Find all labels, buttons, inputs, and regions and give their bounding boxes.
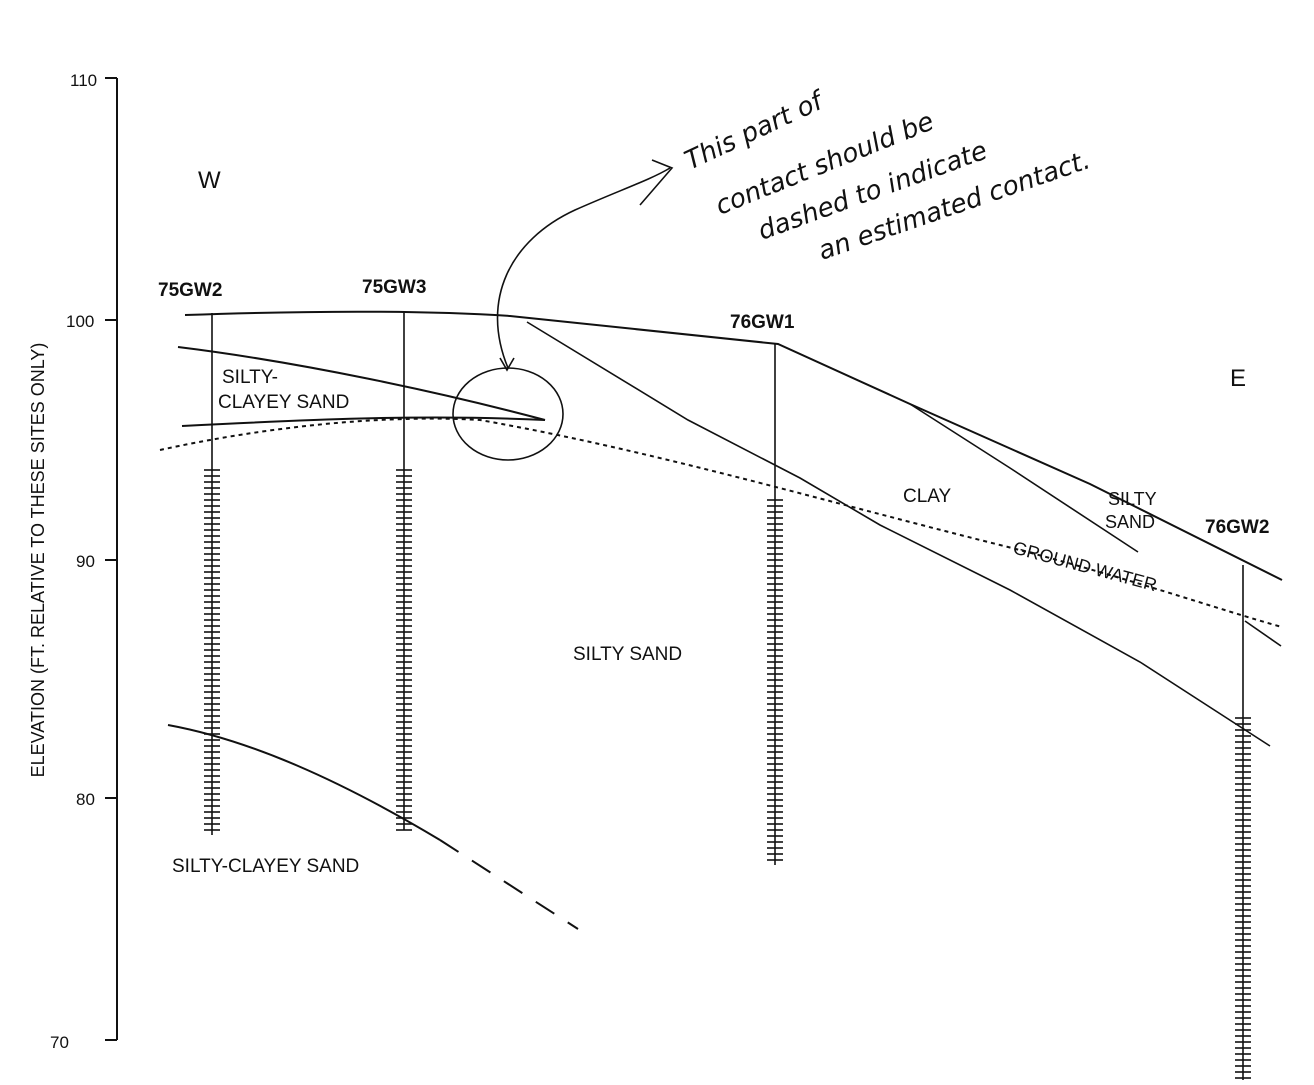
direction-east: E bbox=[1230, 365, 1246, 392]
annotation-circle bbox=[452, 367, 564, 461]
direction-west: W bbox=[198, 167, 221, 194]
lower-contact-dashed-extension bbox=[439, 839, 579, 930]
well-screen bbox=[396, 469, 412, 831]
annotation-pointer bbox=[499, 357, 515, 372]
well-label-75gw3: 75GW3 bbox=[362, 277, 426, 298]
tick-label-110: 110 bbox=[70, 71, 97, 90]
annotation-arrow-line bbox=[496, 167, 671, 369]
unit-label-silty-clayey-sand-bottom: SILTY-CLAYEY SAND bbox=[172, 856, 359, 877]
unit-label-clayey-sand: CLAYEY SAND bbox=[218, 392, 349, 413]
axis-title: ELEVATION (FT. RELATIVE TO THESE SITES O… bbox=[28, 343, 48, 778]
well-label-75gw2: 75GW2 bbox=[158, 280, 222, 301]
silty-sand-clay-contact bbox=[526, 321, 1271, 747]
tick-label-70: 70 bbox=[50, 1033, 69, 1052]
well-screen bbox=[1235, 717, 1251, 1079]
unit-label-silty-east: SILTY bbox=[1108, 489, 1157, 509]
elevation-axis: 110 100 90 80 70 ELEVATION (FT. RELATIVE… bbox=[28, 71, 118, 1052]
annotation-arrow-head bbox=[639, 159, 674, 206]
ground-surface-line bbox=[184, 310, 1283, 581]
unit-label-silty-clayey-sand-top: SILTY- bbox=[222, 367, 278, 388]
unit-label-silty-sand: SILTY SAND bbox=[573, 644, 682, 665]
clay-silty-sand-contact bbox=[909, 403, 1139, 553]
well-screen bbox=[767, 499, 783, 861]
lower-contact-line bbox=[181, 416, 546, 427]
tick-label-80: 80 bbox=[76, 790, 95, 809]
handwritten-annotation: This part of contact should be dashed to… bbox=[452, 85, 1094, 461]
well-screen bbox=[204, 469, 220, 831]
tick-label-100: 100 bbox=[66, 312, 94, 331]
well-screens bbox=[204, 469, 1251, 1079]
ground-water-line bbox=[159, 417, 1283, 628]
well-label-76gw2: 76GW2 bbox=[1205, 517, 1269, 538]
unit-label-clay: CLAY bbox=[903, 486, 952, 507]
unit-label-ground-water: GROUND WATER bbox=[1011, 538, 1159, 596]
silty-sand-base-contact bbox=[1244, 620, 1282, 647]
well-label-76gw1: 76GW1 bbox=[730, 312, 795, 333]
upper-contact-line bbox=[177, 346, 546, 421]
wells bbox=[204, 311, 1251, 1080]
unit-label-sand-east: SAND bbox=[1105, 512, 1155, 532]
tick-label-90: 90 bbox=[76, 552, 95, 571]
